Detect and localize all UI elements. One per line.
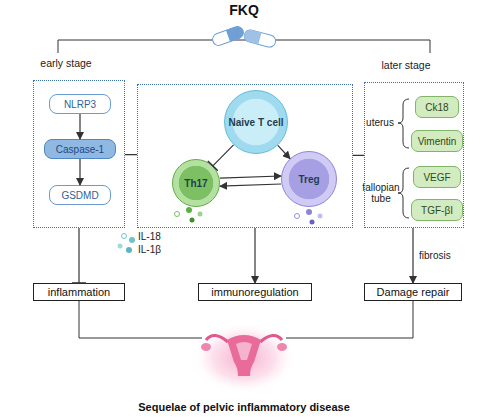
tube: [260, 335, 282, 342]
bracket: [398, 99, 409, 148]
node-text: TGF-βI: [421, 205, 453, 216]
outcome-box: inflammation: [33, 283, 125, 301]
marker-box: Vimentin: [411, 130, 463, 152]
ovary: [201, 343, 211, 351]
stage-branch-line: [58, 40, 430, 53]
cell-circle: Th17: [172, 159, 220, 207]
marker-box: VEGF: [413, 166, 461, 188]
outcome-box: Damage repair: [364, 283, 462, 301]
arrow-connector: [353, 155, 364, 156]
dot: [126, 247, 132, 253]
node-text: NLRP3: [64, 99, 96, 110]
tube: [206, 335, 228, 342]
inhibition-connector: [78, 228, 79, 283]
node-text: Treg: [298, 174, 319, 185]
node-text: immunoregulation: [211, 287, 298, 298]
joining-line: [286, 301, 413, 338]
arrow-connector: [254, 228, 255, 283]
node-text: Ck18: [425, 102, 448, 113]
arrow-connector: [125, 154, 137, 155]
arrow-connector: [79, 114, 80, 139]
annotation-label: IL-1β: [138, 244, 161, 255]
process-box: Caspase-1: [44, 139, 116, 159]
dot: [306, 209, 312, 215]
diagram-title: FKQ: [0, 2, 488, 18]
outcome-box: immunoregulation: [198, 283, 312, 301]
node-text: Caspase-1: [56, 144, 104, 155]
diagram-caption: Sequelae of pelvic inflammatory disease: [0, 401, 488, 413]
bracket: [398, 168, 409, 218]
dot: [118, 244, 123, 249]
dot: [122, 234, 127, 239]
ovary: [277, 343, 287, 351]
arrow-connector: [220, 184, 281, 186]
uterus-cavity: [236, 342, 252, 360]
pill-icon: [211, 25, 277, 49]
cell-circle: Treg: [281, 151, 337, 207]
process-box: NLRP3: [49, 94, 111, 114]
uterus-body: [227, 335, 261, 376]
capsule: [211, 25, 245, 47]
stage-heading: early stage: [31, 57, 101, 69]
dot: [295, 214, 300, 219]
dot: [186, 207, 192, 213]
capsule: [243, 29, 277, 49]
node-text: Naive T cell: [228, 117, 283, 128]
annotation-label: fallopian tube: [360, 182, 402, 204]
dot: [129, 237, 135, 243]
arrow-connector: [412, 228, 413, 283]
arrow-connector: [278, 145, 290, 158]
cell-circle: Naive T cell: [224, 90, 288, 154]
uterus-illustration: [192, 322, 296, 394]
edge-label: fibrosis: [419, 250, 451, 261]
dot: [198, 212, 203, 217]
annotation-label: IL-18: [138, 231, 161, 242]
node-text: Vimentin: [418, 136, 457, 147]
stage-group: Naive T cellTh17 Treg: [137, 84, 353, 228]
dot: [310, 220, 315, 225]
dot: [318, 214, 323, 219]
dot: [190, 218, 195, 223]
stage-group: early stageNLRP3Caspase-1GSDMD: [33, 80, 125, 228]
capsule-half: [243, 29, 262, 45]
marker-box: Ck18: [415, 96, 459, 118]
dot: [175, 212, 180, 217]
marker-box: TGF-βI: [411, 199, 463, 221]
process-box: GSDMD: [49, 185, 111, 205]
node-text: inflammation: [48, 287, 110, 298]
stage-heading: later stage: [371, 59, 441, 71]
arrow-connector: [220, 176, 281, 178]
capsule-half: [226, 25, 245, 42]
node-text: GSDMD: [61, 190, 98, 201]
stage-group: later stageCk18VimentinVEGFTGF-βI: [364, 82, 464, 228]
arrow-connector: [79, 159, 80, 185]
node-text: Th17: [184, 178, 207, 189]
inhibition-connector: [213, 145, 234, 166]
glow: [192, 322, 296, 394]
annotation-label: uterus: [362, 117, 398, 128]
node-text: Damage repair: [377, 287, 450, 298]
node-text: VEGF: [423, 172, 450, 183]
joining-line: [79, 301, 202, 338]
